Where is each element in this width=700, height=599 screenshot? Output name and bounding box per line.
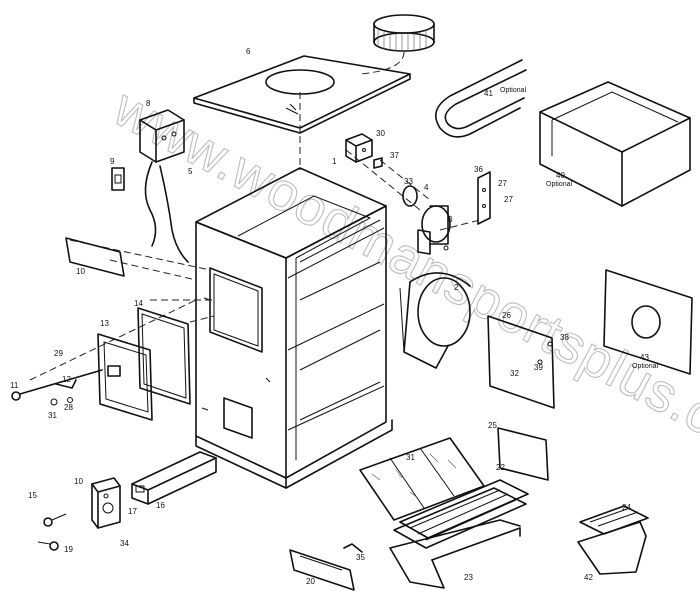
collar-ring [373,14,435,52]
callout-31-brick: 31 [406,453,415,462]
callout-35: 35 [356,553,365,562]
callout-8: 8 [146,99,151,108]
callout-9: 9 [110,157,115,166]
back-plate [603,269,693,375]
callout-27-upper: 27 [498,179,507,188]
heat-tube [434,59,527,138]
assembly-line [109,259,197,281]
draft-control [37,477,121,551]
assembly-line [439,219,481,231]
switch-plate [111,167,125,191]
fire-brick-panel [359,437,485,521]
duct-box [539,81,691,207]
cabinet-body [195,167,393,489]
callout-11: 11 [10,381,19,390]
callout-3: 3 [448,215,453,224]
collar-leader [359,51,405,75]
callout-31-door: 31 [48,411,57,420]
callout-6: 6 [246,47,251,56]
optional-label-43: Optional [632,363,659,370]
callout-12: 12 [62,375,71,384]
top-panel [193,55,411,170]
callout-5: 5 [188,167,193,176]
callout-24: 24 [622,503,631,512]
callout-2: 2 [454,283,459,292]
callout-25: 25 [488,421,497,430]
callout-42: 42 [584,573,593,582]
angle-bracket [289,549,355,591]
callout-34: 34 [120,539,129,548]
assembly-line [29,299,197,381]
callout-1: 1 [332,157,337,166]
callout-43: 43 [640,353,649,362]
side-shield [497,427,549,481]
blower-housing [399,272,471,369]
callout-16: 16 [156,501,165,510]
callout-10-plate: 10 [76,267,85,276]
ash-pan [131,451,217,505]
callout-labels: 1 2 3 4 5 6 8 9 10 10 11 12 13 14 15 16 … [10,47,649,586]
loading-door [97,333,153,421]
optional-label-40: Optional [546,181,573,188]
callout-10-draft: 10 [74,477,83,486]
side-plate [65,237,125,277]
control-box [139,109,189,263]
callout-37: 37 [390,151,399,160]
rear-panel [487,315,555,409]
callout-17: 17 [128,507,137,516]
clip-35 [343,543,363,553]
callout-22: 22 [496,463,505,472]
callout-38: 38 [560,333,569,342]
callout-32: 32 [510,369,519,378]
callout-30: 30 [376,129,385,138]
callout-20: 20 [306,577,315,586]
callout-28: 28 [64,403,73,412]
callout-23: 23 [464,573,473,582]
callout-33: 33 [404,177,413,186]
callout-29: 29 [54,349,63,358]
callout-36: 36 [474,165,483,174]
callout-40: 40 [556,171,565,180]
grate-assembly [389,479,529,589]
callout-4: 4 [424,183,429,192]
door-gasket [137,307,191,405]
blower-motor [402,185,451,255]
callout-13: 13 [100,319,109,328]
callout-41: 41 [484,89,493,98]
mounting-bracket [477,171,491,225]
optional-label-41: Optional [500,87,527,94]
assembly-line [189,315,215,323]
callout-14: 14 [134,299,143,308]
small-grate [577,505,649,575]
callout-39: 39 [534,363,543,372]
callout-26: 26 [502,311,511,320]
watermark: www.woodmansportsplus.com [103,77,700,483]
callout-15: 15 [28,491,37,500]
callout-19: 19 [64,545,73,554]
junction-box [345,133,373,163]
door-handle [11,369,103,406]
assembly-line [345,149,421,211]
callout-27-lower: 27 [504,195,513,204]
fitting-37 [373,157,383,169]
